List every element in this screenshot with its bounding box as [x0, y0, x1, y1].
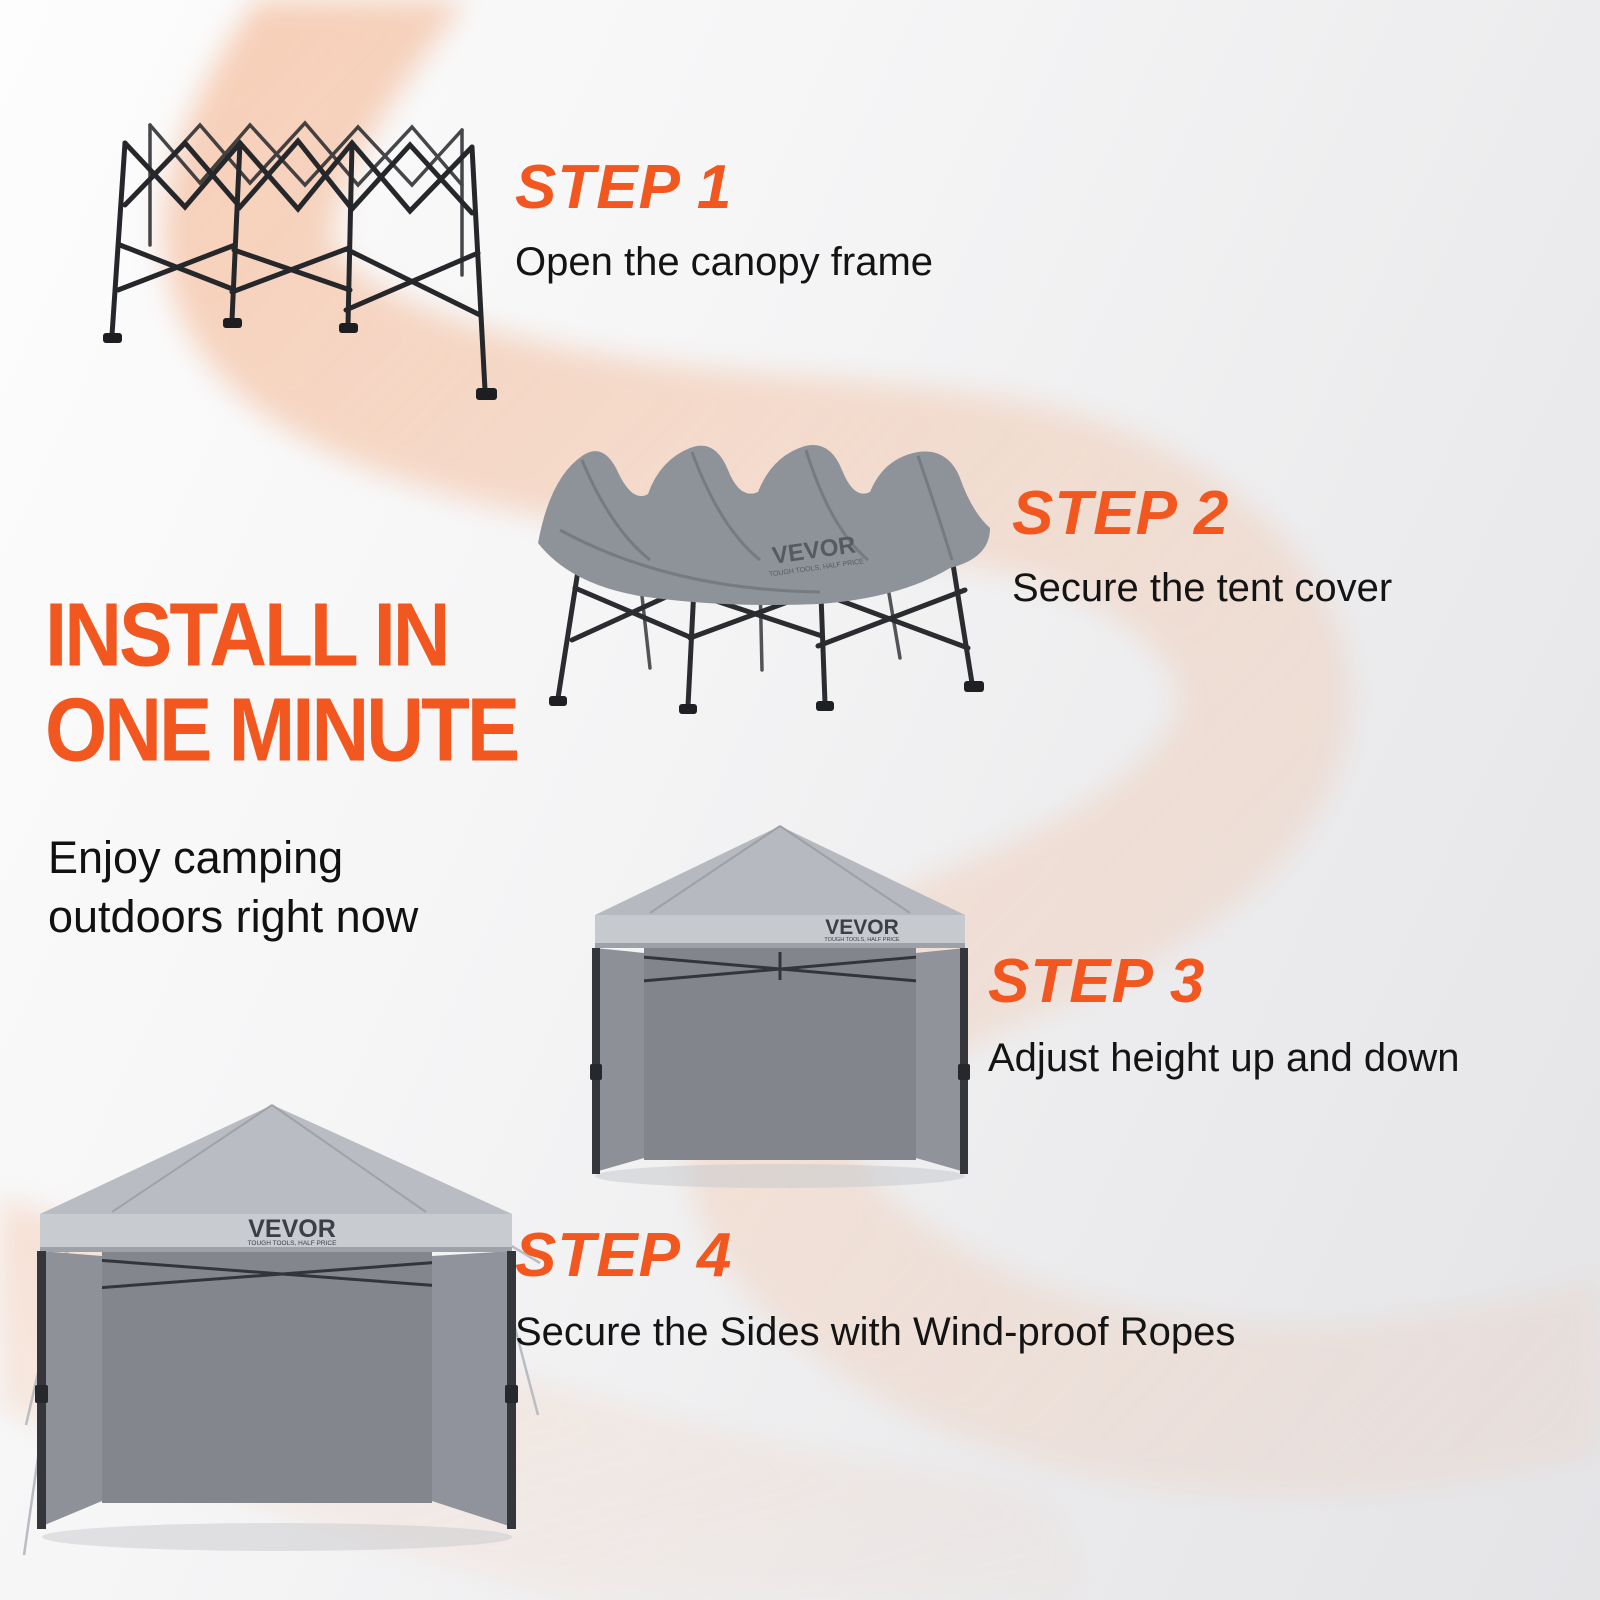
headline-line2: ONE MINUTE: [45, 679, 520, 780]
step-2-label: STEP 2: [1012, 479, 1230, 548]
headline-line1: INSTALL IN: [45, 584, 451, 685]
step-3-label: STEP 3: [988, 947, 1206, 1016]
step1-frame-illustration: [90, 85, 510, 415]
subheadline: Enjoy camping outdoors right now: [48, 828, 418, 947]
subheadline-line1: Enjoy camping: [48, 832, 344, 883]
vevor-logo-step3: VEVOR: [825, 916, 899, 939]
subheadline-line2: outdoors right now: [48, 891, 419, 943]
headline: INSTALL IN ONE MINUTE: [45, 584, 520, 780]
step3-tent-illustration: VEVOR TOUGH TOOLS, HALF PRICE: [580, 812, 980, 1202]
step-3-description: Adjust height up and down: [988, 1036, 1460, 1080]
step-4-label: STEP 4: [515, 1221, 733, 1290]
step-1-label: STEP 1: [515, 153, 733, 222]
vevor-tagline-step3: TOUGH TOOLS, HALF PRICE: [824, 937, 900, 943]
vevor-logo-step4: VEVOR: [248, 1215, 336, 1243]
step-2-description: Secure the tent cover: [1012, 566, 1393, 610]
step-1-description: Open the canopy frame: [515, 240, 934, 284]
vevor-tagline-step4: TOUGH TOOLS, HALF PRICE: [248, 1240, 338, 1247]
step-4-description: Secure the Sides with Wind-proof Ropes: [515, 1310, 1236, 1354]
step2-cover-illustration: VEVOR TOUGH TOOLS, HALF PRICE: [520, 408, 1010, 718]
step4-tent-illustration: VEVOR TOUGH TOOLS, HALF PRICE: [22, 1085, 542, 1565]
